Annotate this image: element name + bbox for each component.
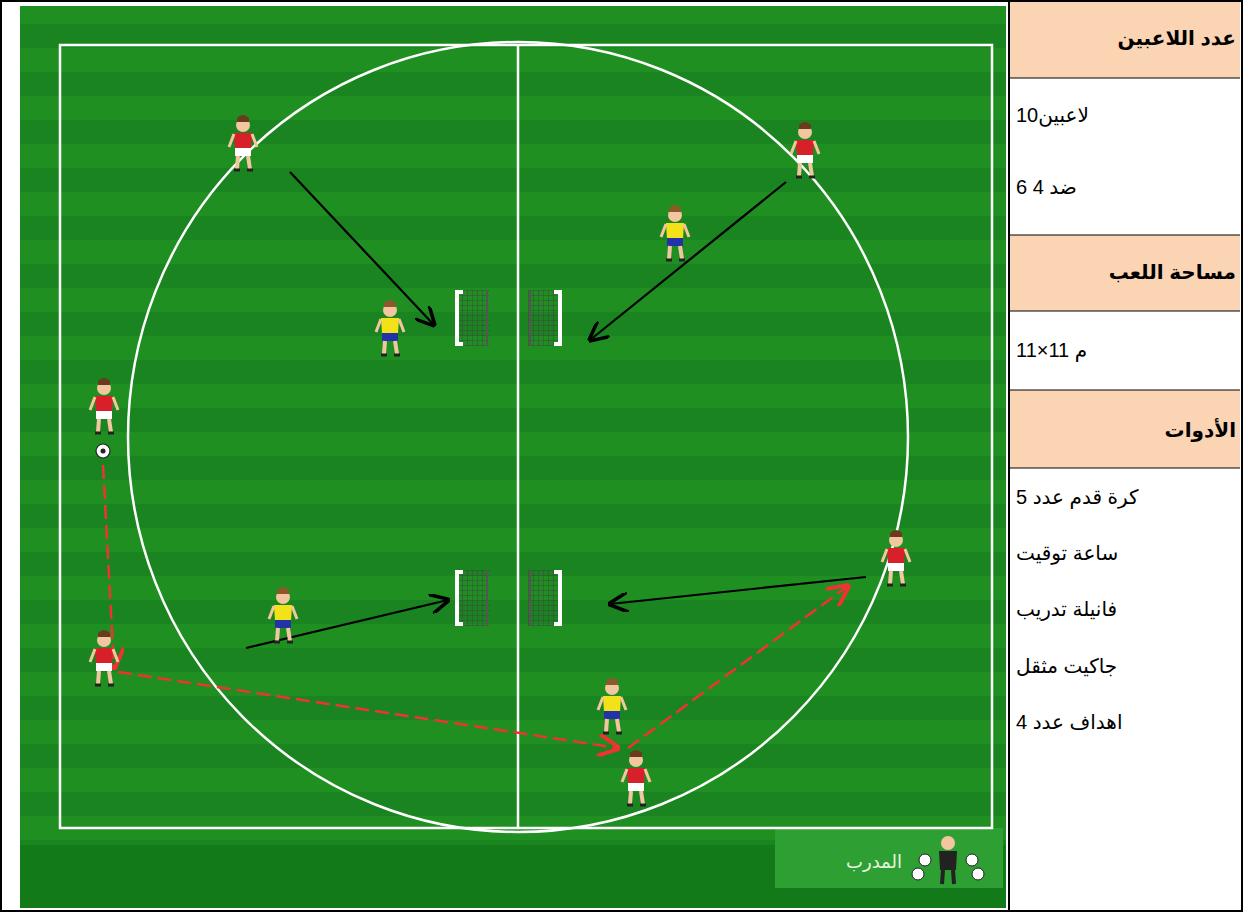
yellow-players [269,205,689,733]
ball [96,444,110,458]
pass-arrows [103,465,848,748]
run-arrows [246,172,866,648]
coach-figure [912,836,984,884]
table-header: مساحة اللعب [1016,260,1236,285]
table-cell: 11×11 م [1016,338,1236,363]
equipment-item: فانيلة تدريب [1016,597,1236,622]
small-goal [528,570,560,626]
equipment-item: ساعة توقيت [1016,541,1236,566]
small-goal [457,290,489,346]
halfway-line [517,45,520,828]
red-players [90,115,910,805]
info-table [1009,0,1240,912]
small-goal [528,290,560,346]
centre-circle [128,42,908,832]
table-cell: 10لاعبين [1016,103,1236,128]
table-header: الأدوات [1016,418,1236,443]
pitch-ground [20,6,1006,908]
table-cell: 6 ضد 4 [1016,175,1236,200]
equipment-item: كرة قدم عدد 5 [1016,485,1236,510]
table-header: عدد اللاعبين [1016,26,1236,51]
pitch-lines [60,45,992,828]
small-goal [457,570,489,626]
coach-panel [775,828,1003,888]
coach-label: المدرب [782,851,902,874]
equipment-item: جاكيت مثقل [1016,654,1236,679]
equipment-item: اهداف عدد 4 [1016,710,1236,735]
